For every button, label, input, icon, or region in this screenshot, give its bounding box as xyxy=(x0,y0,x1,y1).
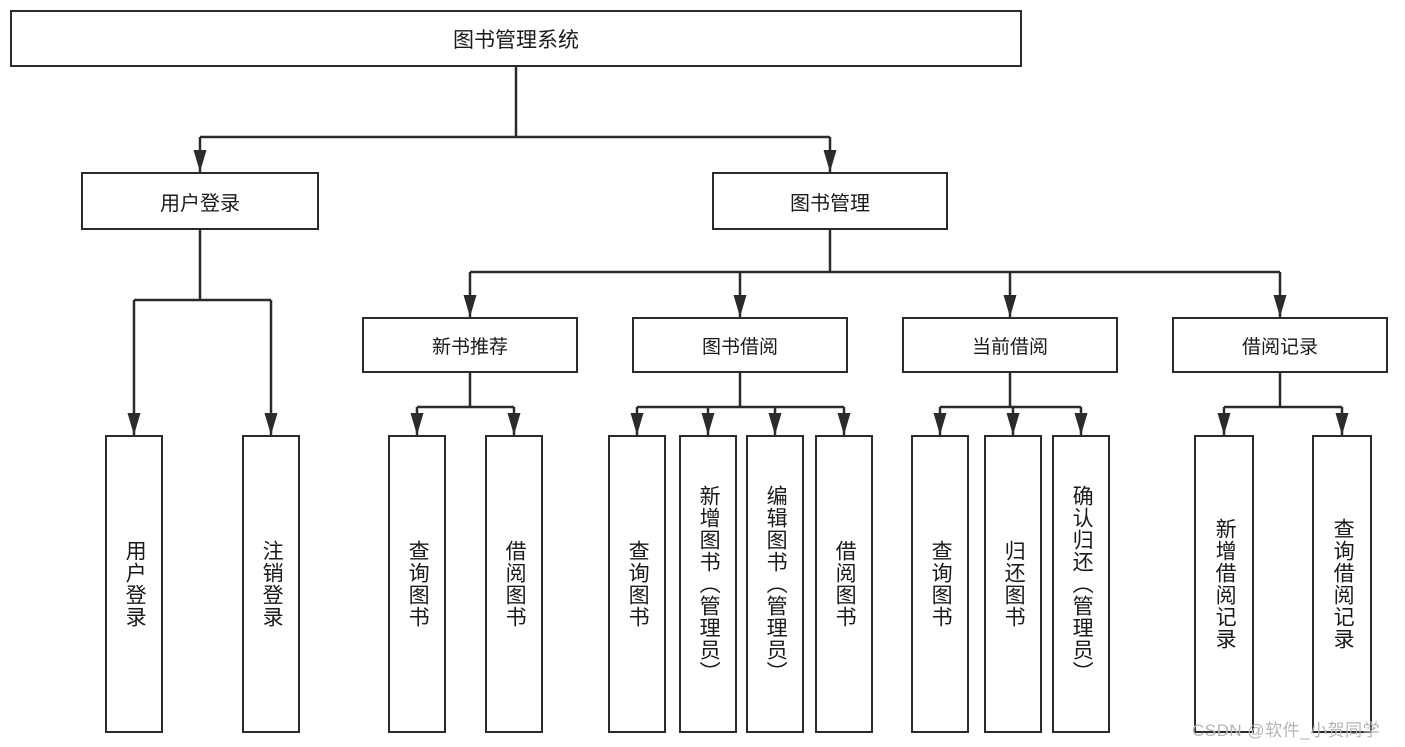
arrowhead-leaf-edit xyxy=(768,413,782,435)
node-label: 查询借阅记录 xyxy=(1331,518,1355,650)
arrowhead-leaf-addrec xyxy=(1217,413,1231,435)
node-label: 编辑图书（管理员） xyxy=(764,485,788,683)
node-label: 图书借阅 xyxy=(701,336,778,358)
node-leaf-b2[interactable]: 借阅图书 xyxy=(815,435,873,733)
arrowhead-leaf-b2 xyxy=(837,413,851,435)
node-label: 新增借阅记录 xyxy=(1213,518,1237,650)
arrowhead-leaf-q3 xyxy=(933,413,947,435)
arrowhead-records xyxy=(1273,295,1287,317)
node-leaf-add[interactable]: 新增图书（管理员） xyxy=(679,435,737,733)
node-label: 当前借阅 xyxy=(971,336,1048,358)
node-label: 图书管理系统 xyxy=(453,28,579,52)
arrowhead-current xyxy=(1003,295,1017,317)
node-label: 确认归还（管理员） xyxy=(1070,485,1094,683)
node-label: 查询图书 xyxy=(626,540,650,628)
node-leaf-edit[interactable]: 编辑图书（管理员） xyxy=(746,435,804,733)
arrowhead-leaf-b1 xyxy=(507,413,521,435)
node-leaf-addrec[interactable]: 新增借阅记录 xyxy=(1194,435,1254,733)
arrowhead-leaf-q2 xyxy=(630,413,644,435)
node-label: 新增图书（管理员） xyxy=(697,485,721,683)
arrowhead-leaf-login xyxy=(127,413,141,435)
node-label: 图书管理 xyxy=(790,192,870,215)
arrowhead-bookmgmt xyxy=(823,150,837,172)
node-label: 新书推荐 xyxy=(431,336,508,358)
node-label: 查询图书 xyxy=(929,540,953,628)
node-label: 借阅图书 xyxy=(503,540,527,628)
node-root[interactable]: 图书管理系统 xyxy=(10,10,1022,67)
arrowhead-leaf-qrec xyxy=(1335,413,1349,435)
node-leaf-logout[interactable]: 注销登录 xyxy=(242,435,300,733)
node-newbook[interactable]: 新书推荐 xyxy=(362,317,578,373)
node-leaf-qrec[interactable]: 查询借阅记录 xyxy=(1312,435,1372,733)
watermark: CSDN @软件_小贺同学 xyxy=(1192,721,1381,740)
arrowhead-leaf-logout xyxy=(264,413,278,435)
node-leaf-ret[interactable]: 归还图书 xyxy=(984,435,1042,733)
node-label: 用户登录 xyxy=(160,192,240,215)
node-leaf-q2[interactable]: 查询图书 xyxy=(608,435,666,733)
arrowhead-leaf-q1 xyxy=(410,413,424,435)
node-login[interactable]: 用户登录 xyxy=(81,172,319,230)
arrowhead-leaf-ret xyxy=(1006,413,1020,435)
node-label: 借阅图书 xyxy=(833,540,857,628)
arrowhead-newbook xyxy=(463,295,477,317)
node-bookmgmt[interactable]: 图书管理 xyxy=(712,172,948,230)
arrowhead-login xyxy=(193,150,207,172)
node-label: 用户登录 xyxy=(123,540,147,628)
arrowhead-leaf-add xyxy=(701,413,715,435)
node-leaf-conf[interactable]: 确认归还（管理员） xyxy=(1052,435,1110,733)
arrowhead-leaf-conf xyxy=(1074,413,1088,435)
arrowhead-borrow xyxy=(733,295,747,317)
node-current[interactable]: 当前借阅 xyxy=(902,317,1118,373)
node-label: 借阅记录 xyxy=(1241,336,1318,358)
node-leaf-b1[interactable]: 借阅图书 xyxy=(485,435,543,733)
node-leaf-login[interactable]: 用户登录 xyxy=(105,435,163,733)
node-label: 归还图书 xyxy=(1002,540,1026,628)
node-label: 查询图书 xyxy=(406,540,430,628)
node-records[interactable]: 借阅记录 xyxy=(1172,317,1388,373)
node-label: 注销登录 xyxy=(260,540,284,628)
node-borrow[interactable]: 图书借阅 xyxy=(632,317,848,373)
node-leaf-q3[interactable]: 查询图书 xyxy=(911,435,969,733)
node-leaf-q1[interactable]: 查询图书 xyxy=(388,435,446,733)
